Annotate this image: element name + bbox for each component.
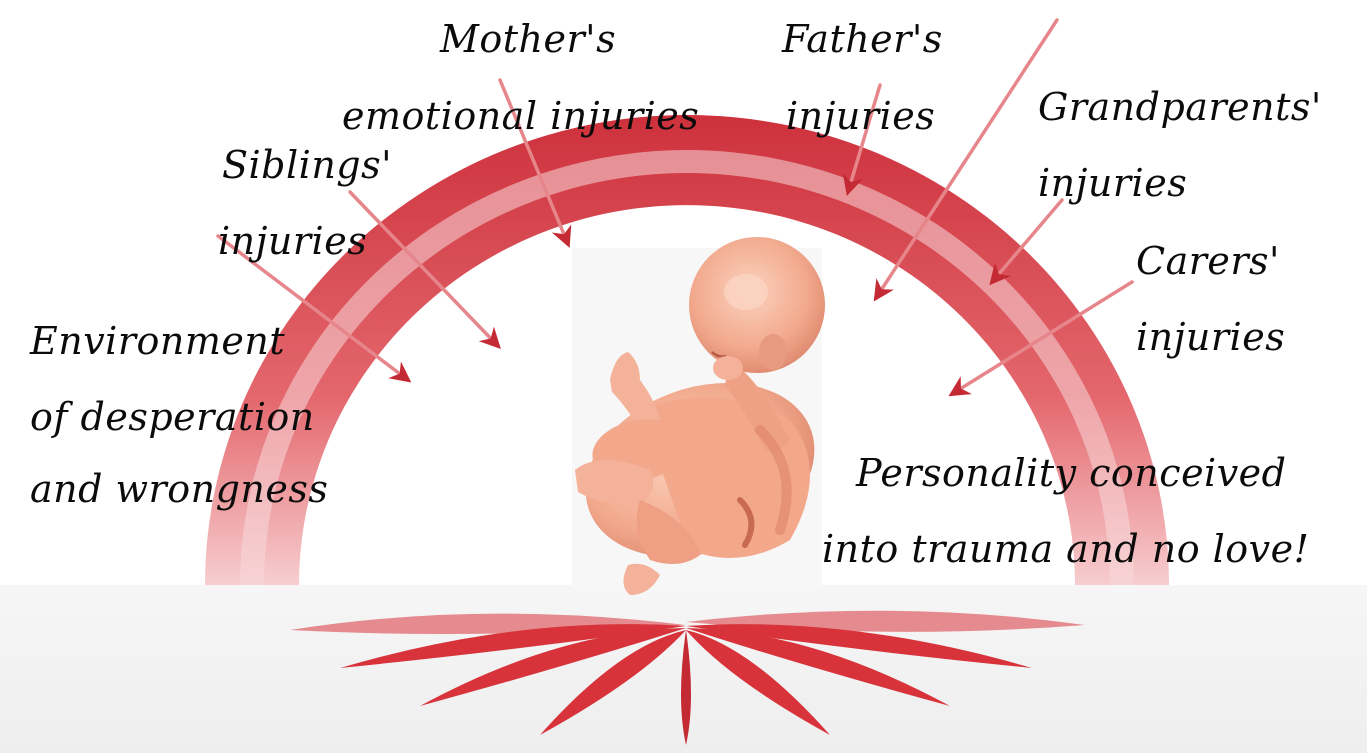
label-personality-line2-wrap: into trauma and no love! [822, 530, 1309, 570]
label-siblings-line1: Siblings' [222, 143, 392, 187]
label-grandparents-line1: Grandparents' [1038, 85, 1322, 129]
label-father: Father's [782, 20, 943, 60]
label-environment-line2: of desperation [30, 395, 315, 439]
label-siblings: Siblings' [222, 146, 392, 186]
label-personality-line1: Personality conceived [856, 451, 1287, 495]
label-environment-line2-wrap: of desperation [30, 398, 315, 438]
label-carers-line1: Carers' [1136, 239, 1280, 283]
label-mother-line2: emotional injuries [342, 94, 699, 138]
label-environment-line3-wrap: and wrongness [30, 470, 328, 510]
label-grandparents-line2: injuries [1038, 161, 1187, 205]
label-father-line1: Father's [782, 17, 943, 61]
label-siblings-line2-wrap: injuries [218, 222, 367, 262]
label-grandparents: Grandparents' [1038, 88, 1322, 128]
label-mother-line2-wrap: emotional injuries [342, 97, 699, 137]
label-carers-line2-wrap: injuries [1136, 318, 1285, 358]
label-personality-line2: into trauma and no love! [822, 527, 1309, 571]
label-environment-line3: and wrongness [30, 467, 328, 511]
label-siblings-line2: injuries [218, 219, 367, 263]
label-father-line2-wrap: injuries [786, 97, 935, 137]
label-environment: Environment [30, 322, 285, 362]
label-environment-line1: Environment [30, 319, 285, 363]
label-mother-line1: Mother's [440, 17, 616, 61]
label-carers-line2: injuries [1136, 315, 1285, 359]
label-personality: Personality conceived [856, 454, 1287, 494]
label-mother: Mother's [440, 20, 616, 60]
label-grandparents-line2-wrap: injuries [1038, 164, 1187, 204]
label-father-line2: injuries [786, 94, 935, 138]
label-carers: Carers' [1136, 242, 1280, 282]
